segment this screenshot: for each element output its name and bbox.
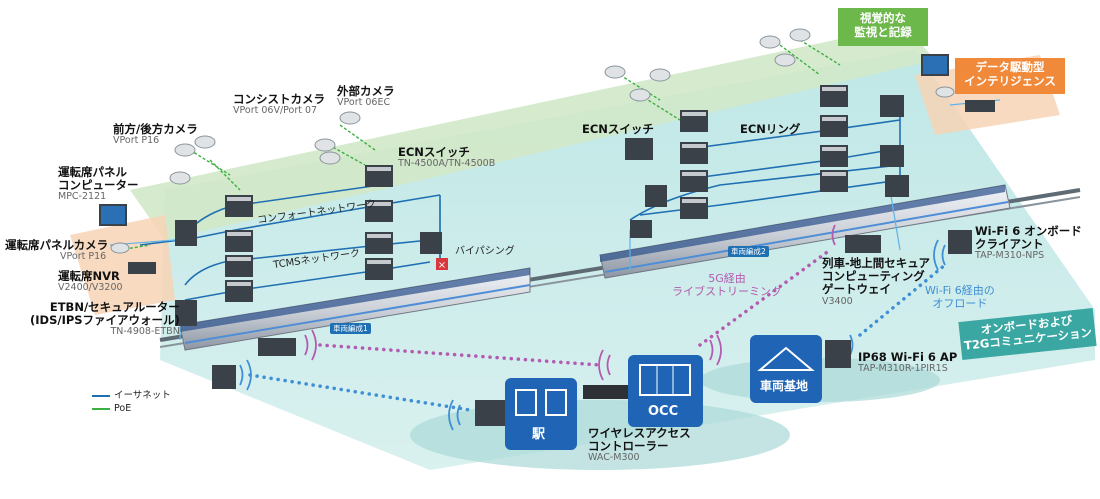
orange-zone-left [70, 215, 175, 315]
label-station: 駅 [532, 427, 546, 442]
wifi-arcs [239, 224, 946, 431]
train-left [179, 267, 531, 351]
label-title: 前方/後方カメラ [113, 122, 198, 136]
legend-swatch [92, 394, 110, 397]
wifi-client-device [948, 230, 972, 254]
label-title: 列車-地上間セキュア コンピューティング ゲートウェイ [822, 256, 931, 297]
label-model: VPort P16 [113, 135, 160, 147]
label-model: VPort P16 [60, 251, 107, 263]
label-front-rear-camera: 前方/後方カメラ VPort P16 [113, 122, 198, 147]
label-car1: 車両編成1 [330, 323, 371, 334]
nvr-icon-right [965, 100, 995, 112]
svg-text:×: × [438, 260, 446, 271]
camera-icons [110, 28, 955, 254]
label-model: VPort 06EC [337, 97, 391, 109]
label-title: コンシストカメラ [233, 92, 325, 106]
label-model: TN-4500A/TN-4500B [398, 158, 496, 170]
label-depot: 車両基地 [760, 379, 809, 393]
nvr-icon [128, 262, 156, 274]
etbn-router-device [258, 338, 296, 356]
legend-label: PoE [114, 403, 132, 414]
label-title: Wi-Fi 6 オンボード クライアント [975, 224, 1082, 252]
legend-swatch [92, 407, 110, 410]
label-title: 運転席パネルカメラ [5, 238, 109, 252]
gateway-device [845, 235, 881, 253]
monitor-icon-right [921, 54, 949, 76]
label-wifi-client: Wi-Fi 6 オンボード クライアント TAP-M310-NPS [975, 224, 1082, 262]
label-wireless-controller: ワイヤレスアクセス コントローラー WAC-M300 [588, 426, 691, 464]
label-bypassing: バイパシング [455, 246, 515, 257]
label-car2: 車両編成2 [728, 246, 769, 257]
label-driver-panel-pc: 運転席パネル コンピューター MPC-2121 [58, 165, 139, 203]
label-ecn-switch-left: ECNスイッチ TN-4500A/TN-4500B [398, 145, 496, 170]
label-etbn-router: ETBN/セキュアルーター (IDS/IPSファイアウォール) TN-4908-… [30, 300, 180, 338]
label-wifi-offload: Wi-Fi 6経由の オフロード [925, 284, 995, 310]
station-tile [505, 378, 577, 450]
label-title: 運転席NVR [58, 269, 120, 283]
label-gateway: 列車-地上間セキュア コンピューティング ゲートウェイ V3400 [822, 256, 931, 308]
label-title: ワイヤレスアクセス コントローラー [588, 426, 691, 454]
label-model: V2400/V3200 [58, 282, 123, 294]
label-model: TAP-M310-NPS [975, 250, 1045, 262]
label-model: WAC-M300 [588, 452, 640, 464]
label-model: TAP-M310R-1PIR1S [858, 363, 948, 375]
label-driver-nvr: 運転席NVR V2400/V3200 [58, 269, 123, 294]
label-model: TN-4908-ETBN [110, 326, 180, 338]
badge-visual-monitoring: 視覚的な 監視と記録 [838, 8, 928, 46]
ap-device-station [475, 400, 505, 426]
legend: イーサネット PoE [92, 389, 171, 415]
occ-tile [628, 355, 703, 427]
label-driver-panel-camera: 運転席パネルカメラ VPort P16 [5, 238, 109, 263]
5g-links [318, 248, 832, 367]
legend-label: イーサネット [114, 390, 171, 401]
ap-device-left [212, 365, 236, 389]
label-title: ECNスイッチ [398, 145, 470, 159]
label-title: 運転席パネル コンピューター [58, 165, 139, 193]
label-model: VPort 06V/Port 07 [233, 105, 318, 117]
bypass-icon [436, 258, 448, 270]
label-title: ETBN/セキュアルーター (IDS/IPSファイアウォール) [30, 300, 180, 328]
legend-item-ethernet: イーサネット [92, 389, 171, 402]
label-ip68-ap: IP68 Wi-Fi 6 AP TAP-M310R-1PIR1S [858, 350, 958, 375]
label-model: MPC-2121 [58, 191, 107, 203]
label-model: V3400 [822, 295, 853, 307]
label-live-streaming: 5G経由 ライブストリーミング [672, 272, 782, 298]
depot-tile [750, 335, 822, 403]
label-title: IP68 Wi-Fi 6 AP [858, 350, 958, 364]
label-ecn-switch-right: ECNスイッチ [582, 122, 654, 136]
ip68-ap-device [825, 340, 851, 368]
monitor-icon [99, 204, 127, 226]
label-ecn-ring: ECNリング [740, 122, 801, 136]
label-consist-camera: コンシストカメラ VPort 06V/Port 07 [233, 92, 325, 117]
green-platform [130, 25, 935, 240]
train-right [599, 184, 1011, 279]
wifi-links [248, 263, 947, 412]
label-title: 外部カメラ [337, 84, 395, 98]
wireless-controller-device [583, 385, 638, 399]
badge-data-intelligence: データ駆動型 インテリジェンス [955, 58, 1065, 94]
label-external-camera: 外部カメラ VPort 06EC [337, 84, 395, 109]
label-occ: OCC [648, 404, 679, 419]
legend-item-poe: PoE [92, 402, 171, 415]
